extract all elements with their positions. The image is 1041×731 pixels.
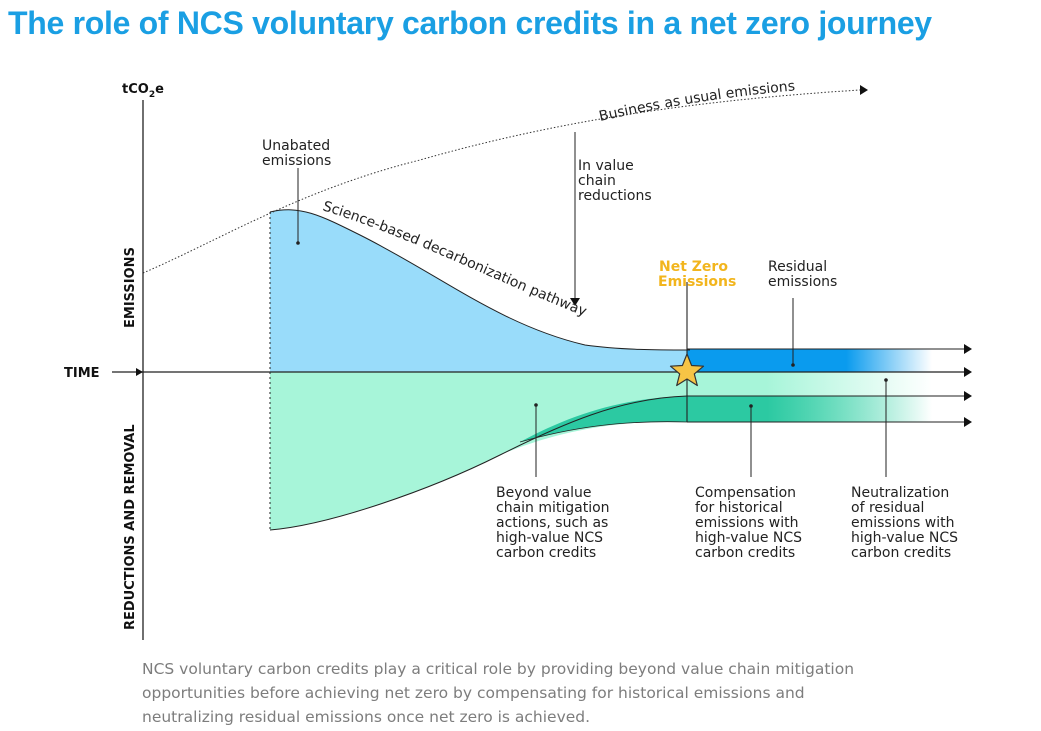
time-axis-arrowhead (964, 367, 972, 377)
star-icon (669, 353, 705, 387)
unabated-label: Unabated emissions (262, 138, 335, 169)
beyond-value-chain-pointer-dot (534, 403, 538, 407)
page-title: The role of NCS voluntary carbon credits… (8, 5, 932, 41)
compensation-pointer-dot (749, 404, 753, 408)
residual-pointer-dot (791, 363, 795, 367)
caption-line: neutralizing residual emissions once net… (142, 708, 591, 726)
neutralization-pointer-dot (884, 378, 888, 382)
y-axis-unit: tCO2e (122, 82, 164, 100)
time-axis-label: TIME (64, 366, 100, 381)
caption-line: opportunities before achieving net zero … (142, 684, 805, 702)
compensation-label: Compensation for historical emissions wi… (695, 485, 806, 561)
residual-arrowhead (964, 344, 972, 354)
beyond-value-chain-label: Beyond value chain mitigation actions, s… (496, 485, 614, 561)
bau-label: Business as usual emissions (598, 78, 796, 125)
residual-label: Residual emissions (768, 259, 837, 290)
in-value-chain-arrowhead (570, 298, 580, 306)
time-axis-start-arrowhead (136, 368, 143, 376)
beyond-value-chain-outline (519, 421, 688, 443)
unabated-pointer-dot (296, 241, 300, 245)
net-zero-label: Net Zero Emissions (658, 259, 736, 290)
bau-arrowhead (860, 85, 868, 95)
residual-emissions-bar (687, 349, 932, 372)
caption: NCS voluntary carbon credits play a crit… (142, 657, 1012, 729)
business-as-usual-curve (142, 89, 861, 274)
unabated-emissions-area (270, 209, 690, 372)
reductions-axis-label: REDUCTIONS AND REMOVAL (123, 424, 138, 630)
emissions-axis-label: EMISSIONS (123, 247, 138, 328)
removal-outline (269, 395, 688, 531)
in-value-chain-label: In value chain reductions (578, 158, 652, 204)
compensation-arrowhead-top (964, 391, 972, 401)
compensation-arrowhead-bottom (964, 417, 972, 427)
caption-line: NCS voluntary carbon credits play a crit… (142, 660, 855, 678)
compensation-band (520, 396, 932, 442)
decarbonization-pathway-line (269, 209, 691, 351)
neutralization-label: Neutralization of residual emissions wit… (851, 485, 962, 561)
